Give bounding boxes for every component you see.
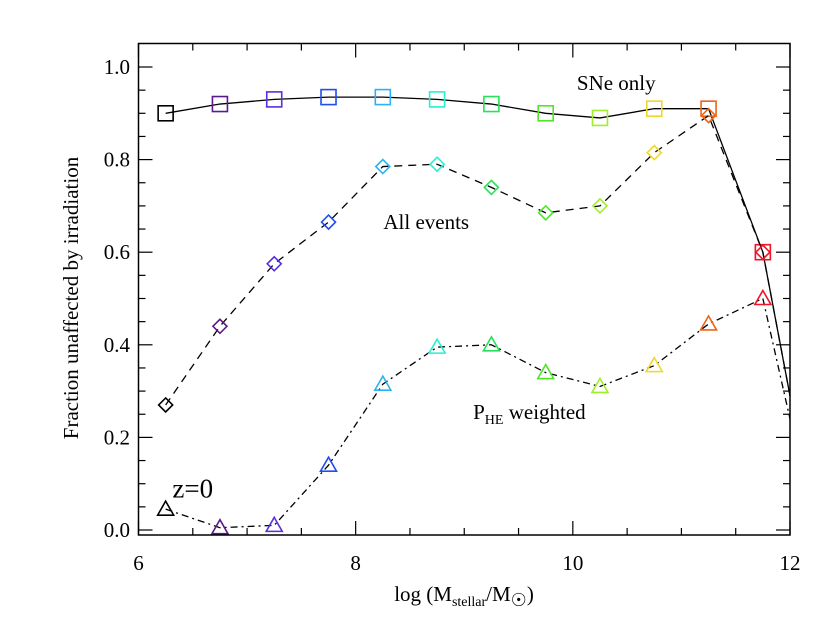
y-tick-label: 0.6: [104, 240, 130, 264]
axes-layer: 6 8 10 12 0.0 0.2 0.4 0.6 0.8 1.0: [104, 42, 801, 575]
annotation-sne-only: SNe only: [577, 71, 656, 95]
square-marker-icon: [483, 95, 500, 113]
diamond-marker-icon: [428, 156, 446, 173]
square-marker-icon: [265, 91, 283, 108]
triangle-marker-icon: [536, 362, 556, 380]
square-marker-icon: [374, 88, 392, 106]
diamond-marker-icon: [320, 213, 337, 231]
x-title-mid: /M: [486, 582, 511, 606]
triangle-marker-icon: [590, 376, 610, 394]
square-marker-icon: [645, 100, 663, 117]
square-marker-icon: [157, 105, 174, 122]
x-title-prefix: log (M: [394, 582, 452, 606]
diamond-marker-icon: [537, 204, 554, 221]
x-tick-label: 12: [780, 551, 801, 575]
diamond-marker-icon: [591, 197, 609, 215]
y-tick-label: 0.4: [104, 333, 131, 357]
annotation-all-events: All events: [383, 210, 469, 234]
x-tick-label: 10: [562, 551, 583, 575]
series-line-triangle: [165, 297, 791, 529]
annotation-phe-sub: HE: [485, 413, 504, 428]
triangle-marker-icon: [156, 499, 176, 516]
triangle-marker-icon: [753, 288, 773, 306]
square-marker-icon: [591, 109, 609, 127]
x-title-suffix: ): [527, 582, 534, 606]
annotation-redshift: z=0: [172, 474, 213, 504]
axis-labels: log (Mstellar/M☉) Fraction unaffected by…: [59, 156, 534, 610]
annotation-phe-main: P: [473, 400, 485, 424]
annotation-phe-rest: weighted: [503, 400, 586, 424]
square-marker-icon: [320, 88, 337, 106]
y-tick-label: 0.8: [104, 148, 130, 172]
x-tick-label: 8: [350, 551, 361, 575]
x-tick-label: 6: [133, 551, 144, 575]
sun-symbol-icon: ☉: [511, 590, 527, 610]
diamond-marker-icon: [754, 244, 771, 261]
triangle-marker-icon: [373, 374, 393, 391]
triangle-marker-icon: [427, 337, 447, 354]
x-title-sub: stellar: [452, 595, 487, 610]
triangle-marker-icon: [482, 335, 501, 352]
diamond-marker-icon: [646, 144, 663, 161]
triangle-marker-icon: [699, 314, 718, 331]
square-marker-icon: [700, 100, 717, 117]
triangle-marker-icon: [644, 356, 664, 373]
diamond-marker-icon: [211, 318, 229, 335]
triangle-marker-icon: [210, 518, 230, 535]
diamond-marker-icon: [483, 179, 500, 196]
square-marker-icon: [428, 91, 446, 108]
diamond-marker-icon: [266, 255, 283, 272]
square-marker-icon: [211, 95, 229, 113]
y-tick-label: 1.0: [104, 55, 130, 79]
triangle-marker-icon: [319, 455, 338, 472]
annotation-phe-weighted: PHE weighted: [473, 400, 586, 428]
square-marker-icon: [537, 105, 554, 122]
y-axis-title: Fraction unaffected by irradiation: [59, 156, 83, 439]
y-tick-label: 0.0: [104, 518, 130, 542]
triangle-marker-icon: [264, 515, 284, 533]
plot-frame: [137, 42, 791, 536]
x-axis-title: log (Mstellar/M☉): [394, 582, 534, 610]
diamond-marker-icon: [374, 158, 391, 175]
diamond-marker-icon: [700, 107, 717, 124]
y-tick-label: 0.2: [104, 425, 130, 449]
diamond-marker-icon: [157, 396, 174, 414]
series-layer: [156, 88, 791, 535]
annotations-layer: SNe only All events PHE weighted z=0: [172, 71, 656, 503]
series-line-diamond: [165, 114, 791, 406]
series-line-square: [165, 96, 791, 396]
